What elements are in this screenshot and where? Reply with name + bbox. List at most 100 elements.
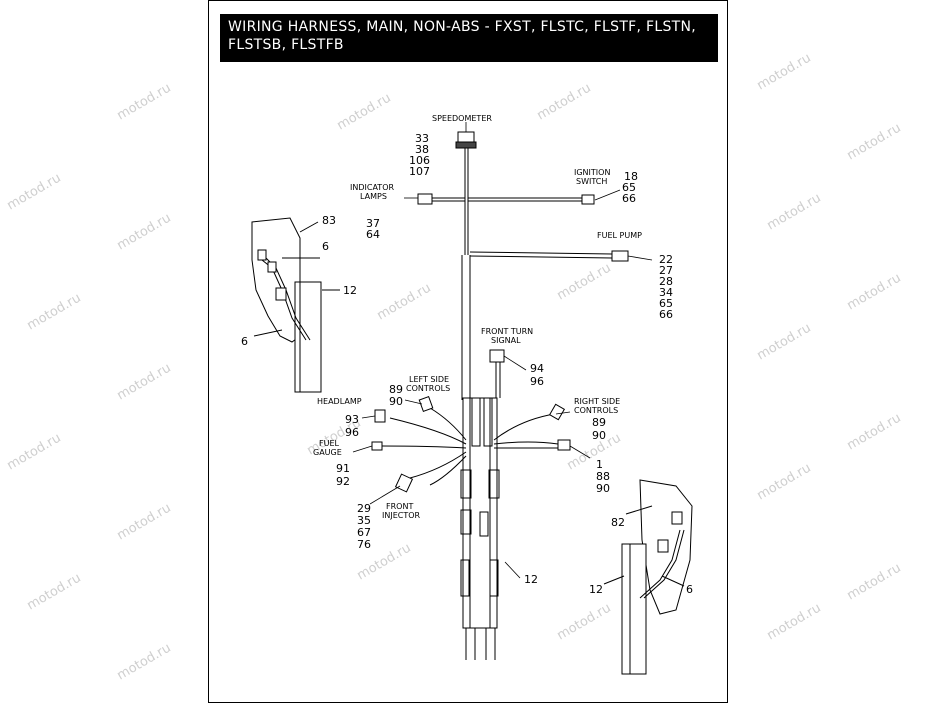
watermark-text: motod.ru: [115, 501, 174, 544]
indicator-lamps-part-number: 37: [366, 217, 380, 230]
indicator-lamps-connector: [417, 193, 433, 205]
watermark-text: motod.ru: [555, 601, 614, 644]
fuel-pump-part-number: 34: [659, 286, 673, 299]
ignition-switch-part-number: 65: [622, 181, 636, 194]
speedometer-part-number: 38: [415, 143, 429, 156]
main-frame-part-number: 12: [524, 573, 538, 586]
headlamp-connector: [374, 409, 386, 423]
watermark-text: motod.ru: [555, 261, 614, 304]
front-injector-part-number: 67: [357, 526, 371, 539]
right-controls-connector: [548, 403, 566, 421]
watermark-text: motod.ru: [755, 461, 814, 504]
right-detail-view: [603, 479, 693, 675]
watermark-text: motod.ru: [25, 571, 84, 614]
fuel-pump-label: FUEL PUMP: [597, 231, 642, 240]
front-injector-label: INJECTOR: [382, 511, 421, 520]
fuel-pump-part-number: 65: [659, 297, 673, 310]
ignition-switch-label: SWITCH: [576, 177, 607, 186]
ignition-switch-part-number: 66: [622, 192, 636, 205]
watermark-text: motod.ru: [845, 121, 904, 164]
headlamp-part-number: 96: [345, 426, 359, 439]
fuel-pump-part-number: 27: [659, 264, 673, 277]
watermark-text: motod.ru: [765, 191, 824, 234]
watermark-text: motod.ru: [115, 81, 174, 124]
fuel-gauge-part-number: 91: [336, 462, 350, 475]
fuel-gauge-connector: [371, 441, 383, 451]
fuel-pump-connector: [611, 250, 629, 262]
right-branch-part-number: 1: [596, 458, 603, 471]
headlamp-part-number: 93: [345, 413, 359, 426]
ignition-switch-label: IGNITION: [574, 168, 610, 177]
watermark-text: motod.ru: [115, 211, 174, 254]
left-detail-part-number: 6: [241, 335, 248, 348]
watermark-text: motod.ru: [335, 91, 394, 134]
fuel-gauge-label: FUEL: [319, 439, 340, 448]
watermark-text: motod.ru: [845, 271, 904, 314]
watermark-text: motod.ru: [375, 281, 434, 324]
front-turn-signal-connector: [489, 349, 505, 363]
speedometer-part-number: 106: [409, 154, 430, 167]
ignition-switch-part-number: 18: [624, 170, 638, 183]
front-injector-label: FRONT: [386, 502, 413, 511]
indicator-lamps-part-number: 64: [366, 228, 380, 241]
indicator-lamps-label: INDICATOR: [350, 183, 394, 192]
indicator-lamps-label: LAMPS: [360, 192, 387, 201]
fuel-pump-part-number: 66: [659, 308, 673, 321]
leader-lines: [352, 122, 653, 579]
left-side-controls-part-number: 90: [389, 395, 403, 408]
right-detail-part-number: 6: [686, 583, 693, 596]
left-detail-part-number: 12: [343, 284, 357, 297]
right-side-controls-label: CONTROLS: [574, 406, 618, 415]
front-turn-signal-part-number: 94: [530, 362, 544, 375]
right-side-controls-part-number: 89: [592, 416, 606, 429]
watermark-text: motod.ru: [5, 431, 64, 474]
component-labels: SPEEDOMETER 33 38 106 107 INDICATOR LAMP…: [241, 114, 693, 596]
headlamp-label: HEADLAMP: [317, 397, 362, 406]
right-branch-connector: [557, 439, 571, 451]
watermark-text: motod.ru: [755, 51, 814, 94]
diagram-title: WIRING HARNESS, MAIN, NON-ABS - FXST, FL…: [220, 14, 718, 62]
ignition-switch-connector: [581, 194, 595, 205]
front-injector-part-number: 29: [357, 502, 371, 515]
left-detail-view: [251, 217, 340, 393]
fuel-pump-part-number: 28: [659, 275, 673, 288]
left-side-controls-part-number: 89: [389, 383, 403, 396]
front-injector-part-number: 76: [357, 538, 371, 551]
watermark-text: motod.ru: [755, 321, 814, 364]
left-side-controls-label: LEFT SIDE: [409, 375, 449, 384]
right-branch-part-number: 90: [596, 482, 610, 495]
front-turn-signal-label: SIGNAL: [491, 336, 521, 345]
watermark-text: motod.ru: [535, 81, 594, 124]
right-side-controls-label: RIGHT SIDE: [574, 397, 620, 406]
watermark-layer: motod.ru motod.ru motod.ru motod.ru moto…: [5, 51, 904, 684]
watermark-text: motod.ru: [5, 171, 64, 214]
left-detail-part-number: 6: [322, 240, 329, 253]
speedometer-part-number: 33: [415, 132, 429, 145]
speedometer-part-number: 107: [409, 165, 430, 178]
watermark-text: motod.ru: [115, 361, 174, 404]
left-controls-connector: [418, 396, 434, 412]
speedometer-label: SPEEDOMETER: [432, 114, 492, 123]
title-line-2: FLSTSB, FLSTFB: [228, 37, 344, 53]
front-injector-part-number: 35: [357, 514, 371, 527]
speedometer-connector-base: [455, 141, 477, 149]
right-detail-part-number: 12: [589, 583, 603, 596]
watermark-text: motod.ru: [25, 291, 84, 334]
left-side-controls-label: CONTROLS: [406, 384, 450, 393]
watermark-text: motod.ru: [845, 411, 904, 454]
watermark-text: motod.ru: [845, 561, 904, 604]
front-turn-signal-part-number: 96: [530, 375, 544, 388]
title-line-1: WIRING HARNESS, MAIN, NON-ABS - FXST, FL…: [228, 19, 697, 35]
right-side-controls-part-number: 90: [592, 429, 606, 442]
left-detail-part-number: 83: [322, 214, 336, 227]
fuel-gauge-label: GAUGE: [313, 448, 342, 457]
fuel-gauge-part-number: 92: [336, 475, 350, 488]
front-injector-connector: [394, 473, 414, 493]
watermark-text: motod.ru: [765, 601, 824, 644]
right-branch-part-number: 88: [596, 470, 610, 483]
front-turn-signal-label: FRONT TURN: [481, 327, 533, 336]
main-harness: [379, 148, 613, 660]
fuel-pump-part-number: 22: [659, 253, 673, 266]
watermark-text: motod.ru: [115, 641, 174, 684]
